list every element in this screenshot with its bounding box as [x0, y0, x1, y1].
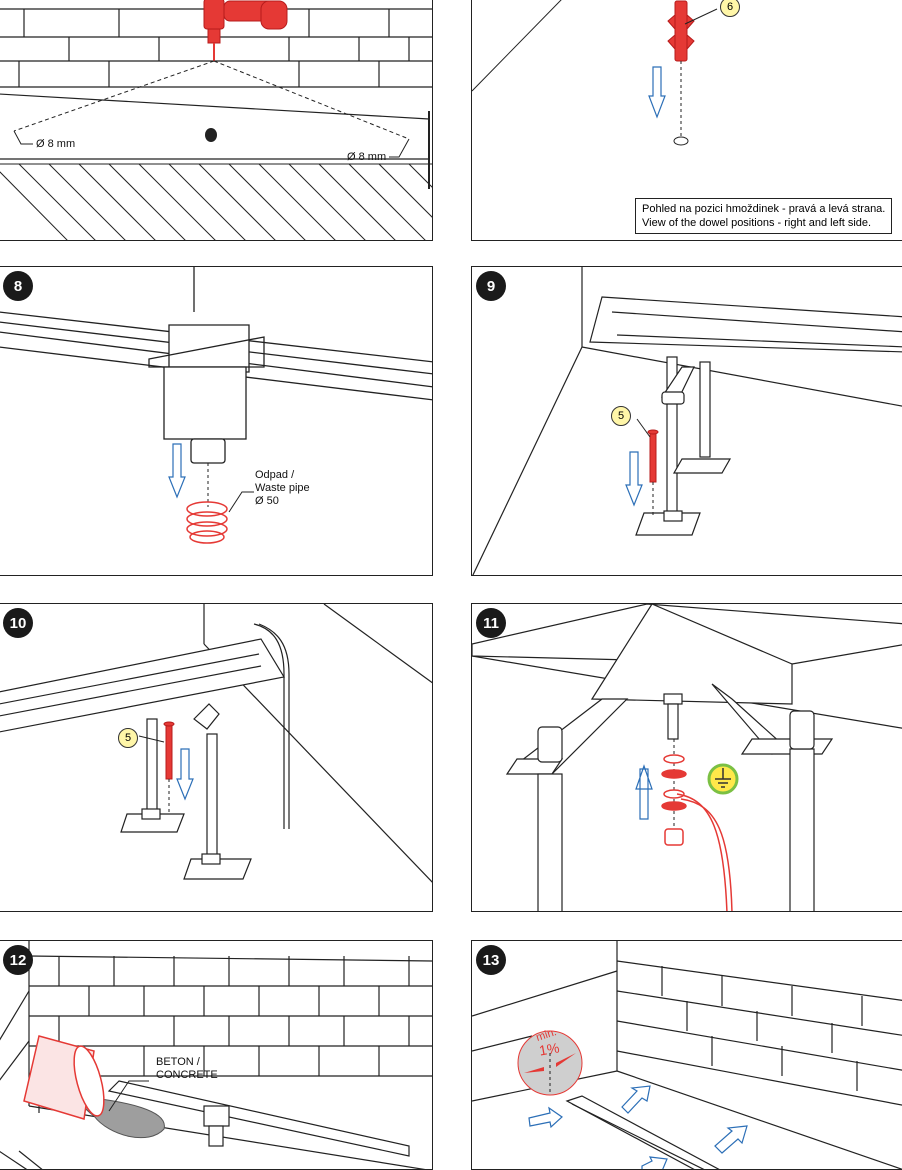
note-cz: Pohled na pozici hmoždinek - pravá a lev…	[642, 203, 886, 215]
ground-symbol-icon	[707, 763, 739, 795]
waste-pipe-seal-icon	[186, 501, 228, 544]
panel-step-8: 8 Odpad / Waste pipe Ø 50	[0, 266, 433, 576]
panel-dowel-positions: 6 Pohled na pozici hmoždinek - pravá a l…	[471, 0, 902, 241]
panel-step-11: 11	[471, 603, 902, 912]
concrete-pour-illustration	[0, 941, 432, 1169]
dowel-illustration	[472, 0, 718, 146]
panel-step-12: 12 BETON / CONCRETE	[0, 940, 433, 1170]
flow-arrow-icon	[528, 1085, 748, 1169]
dowel-position-note: Pohled na pozici hmoždinek - pravá a lev…	[635, 198, 893, 234]
callout-5: 5	[611, 406, 631, 426]
waste-pipe-label-line3: Ø 50	[255, 495, 279, 507]
down-arrow-icon	[648, 66, 666, 119]
drill-icon	[203, 0, 288, 61]
washer-stack-icon	[661, 754, 687, 846]
down-arrow-icon	[176, 748, 194, 801]
leg-fixing-illustration	[0, 604, 432, 883]
panel-step-10: 10 5	[0, 603, 433, 912]
concrete-label: BETON / CONCRETE	[156, 1056, 218, 1082]
grounding-illustration	[472, 604, 902, 911]
panel-step-9: 9 5	[471, 266, 902, 576]
down-arrow-icon	[625, 451, 643, 507]
concrete-label-line2: CONCRETE	[156, 1069, 218, 1081]
waste-pipe-illustration	[0, 267, 432, 544]
dimension-right-label: Ø 8 mm	[347, 151, 387, 163]
slope-illustration	[472, 941, 902, 1169]
waste-pipe-label: Odpad / Waste pipe Ø 50	[255, 469, 310, 508]
dowel-icon	[163, 721, 175, 780]
bucket-icon	[23, 1035, 105, 1120]
support-leg-illustration	[472, 267, 902, 575]
callout-5: 5	[118, 728, 138, 748]
step-number-badge: 13	[476, 945, 506, 975]
note-en: View of the dowel positions - right and …	[642, 217, 872, 229]
callout-6: 6	[720, 0, 740, 17]
panel-drill-holes: Ø 8 mm Ø 8 mm	[0, 0, 433, 241]
step-number-badge: 11	[476, 608, 506, 638]
panel-step-13: 13 min. 1%	[471, 940, 902, 1170]
waste-pipe-label-line2: Waste pipe	[255, 482, 310, 494]
down-arrow-icon	[168, 443, 186, 499]
drill-wall-illustration	[0, 0, 432, 240]
dowel-icon	[667, 0, 695, 62]
step-number-badge: 8	[3, 271, 33, 301]
up-arrow-icon	[635, 764, 653, 820]
slope-indicator-icon	[517, 1030, 583, 1096]
step-number-badge: 10	[3, 608, 33, 638]
step-number-badge: 12	[3, 945, 33, 975]
step-number-badge: 9	[476, 271, 506, 301]
waste-pipe-label-line1: Odpad /	[255, 469, 295, 481]
concrete-label-line1: BETON /	[156, 1056, 200, 1068]
dimension-left-label: Ø 8 mm	[36, 138, 76, 150]
dowel-icon	[647, 429, 659, 483]
